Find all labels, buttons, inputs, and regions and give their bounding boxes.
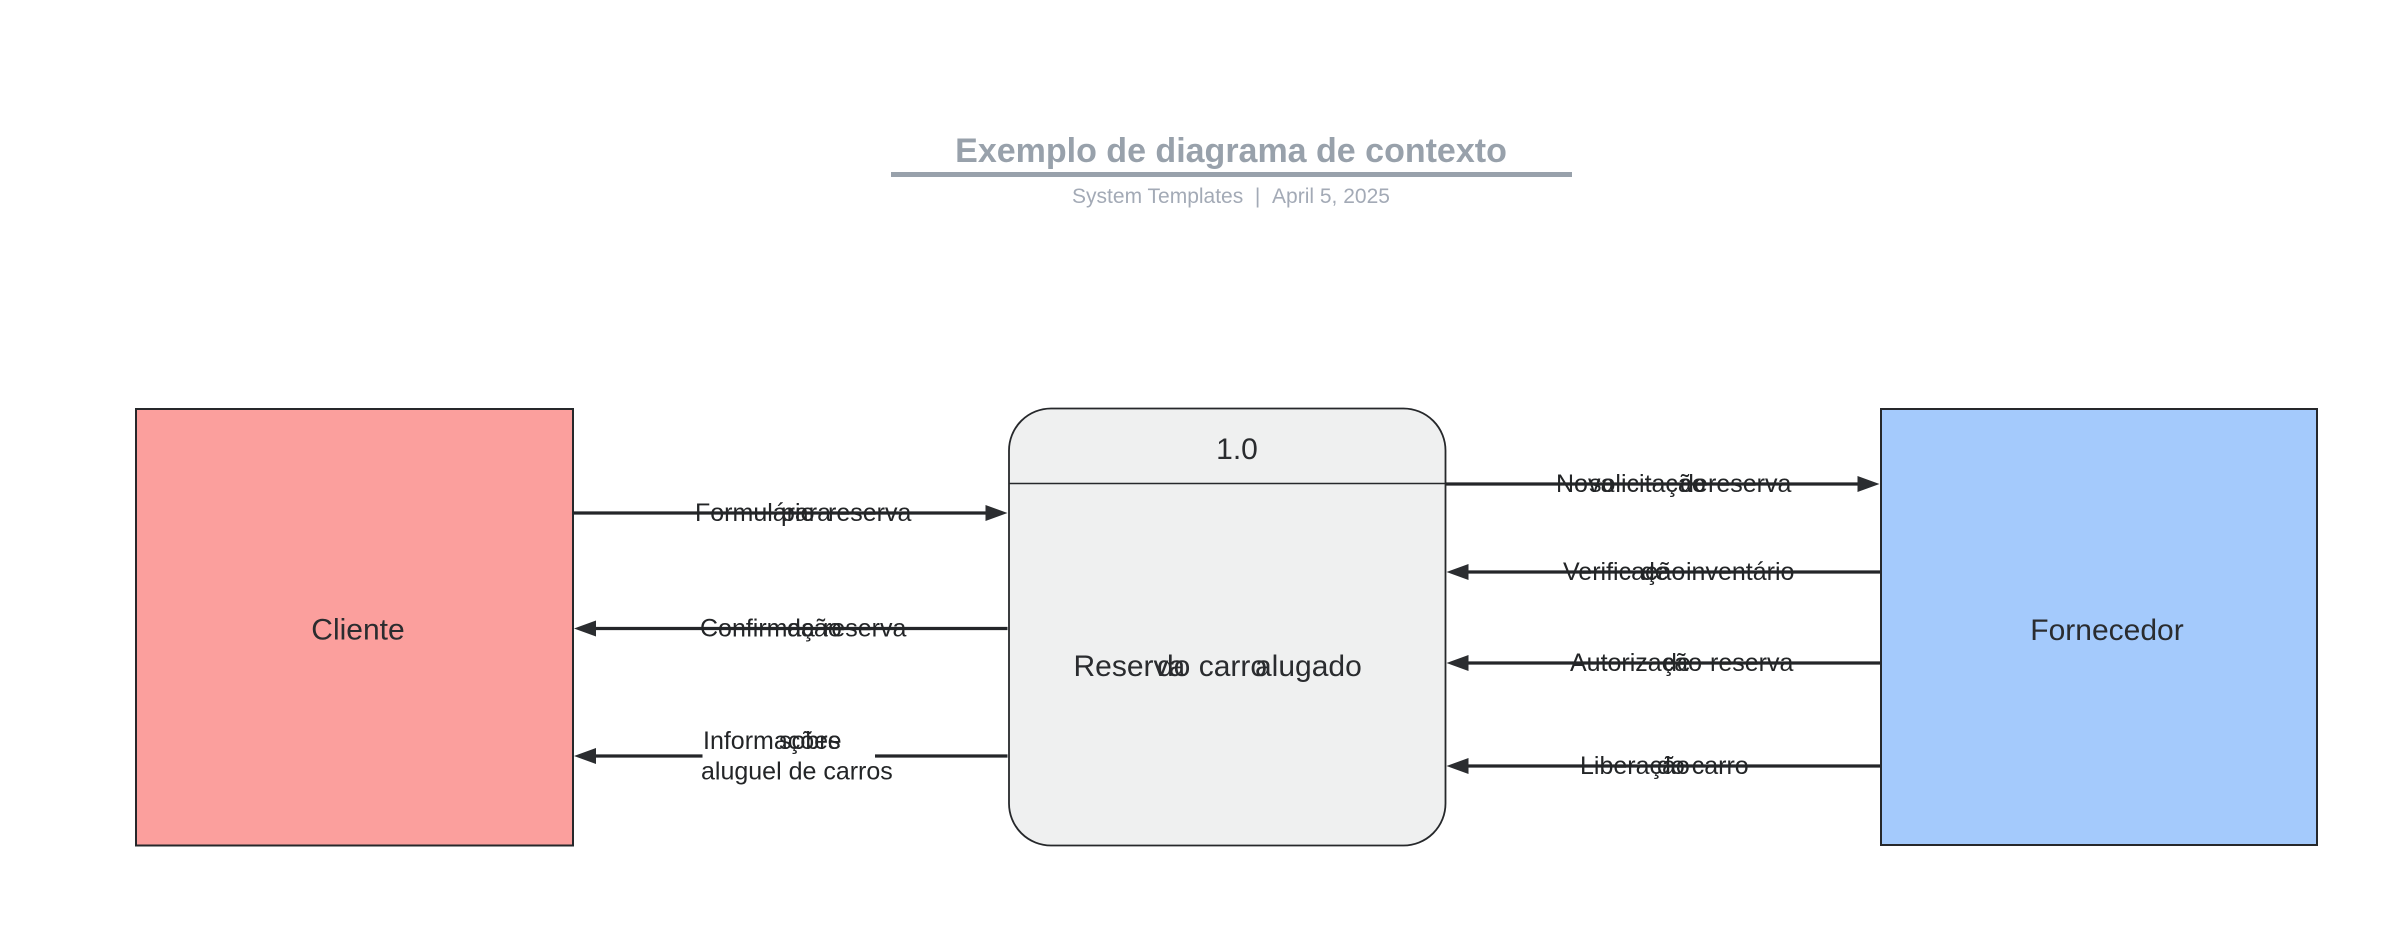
svg-text:Exemplo de diagrama de context: Exemplo de diagrama de contexto [955,132,1507,170]
svg-text:de: de [1680,470,1708,498]
svg-text:Reserva: Reserva [1074,650,1186,683]
svg-text:1.0: 1.0 [1216,433,1258,466]
svg-text:Autorização: Autorização [1570,649,1702,677]
svg-text:Cliente: Cliente [311,614,404,647]
svg-text:de: de [1641,558,1669,586]
svg-text:Confirmação: Confirmação [700,615,842,643]
svg-text:reserva: reserva [1710,649,1793,677]
svg-text:solicitação: solicitação [1589,470,1706,498]
svg-text:Nova: Nova [1556,470,1614,498]
svg-text:Formulário: Formulário [695,499,814,527]
svg-text:Fornecedor: Fornecedor [2030,614,2183,647]
svg-text:reserva: reserva [1708,470,1791,498]
svg-text:de: de [1663,649,1691,677]
svg-text:inventário: inventário [1686,558,1794,586]
svg-text:Liberação: Liberação [1580,752,1690,780]
svg-text:System Templates | April 5,: System Templates | April 5, 2025 [1072,185,1390,208]
svg-text:para: para [781,499,831,527]
svg-text:aluguel de carros: aluguel de carros [701,758,893,786]
svg-text:da: da [787,615,815,643]
svg-text:Informações: Informações [703,727,841,755]
svg-text:sobre: sobre [779,727,842,755]
svg-text:alugado: alugado [1255,650,1362,683]
svg-text:reserva: reserva [823,615,906,643]
svg-text:do carro: do carro [1657,752,1749,780]
svg-text:Verificação: Verificação [1563,558,1685,586]
svg-text:do carro: do carro [1157,650,1267,683]
svg-text:reserva: reserva [828,499,911,527]
